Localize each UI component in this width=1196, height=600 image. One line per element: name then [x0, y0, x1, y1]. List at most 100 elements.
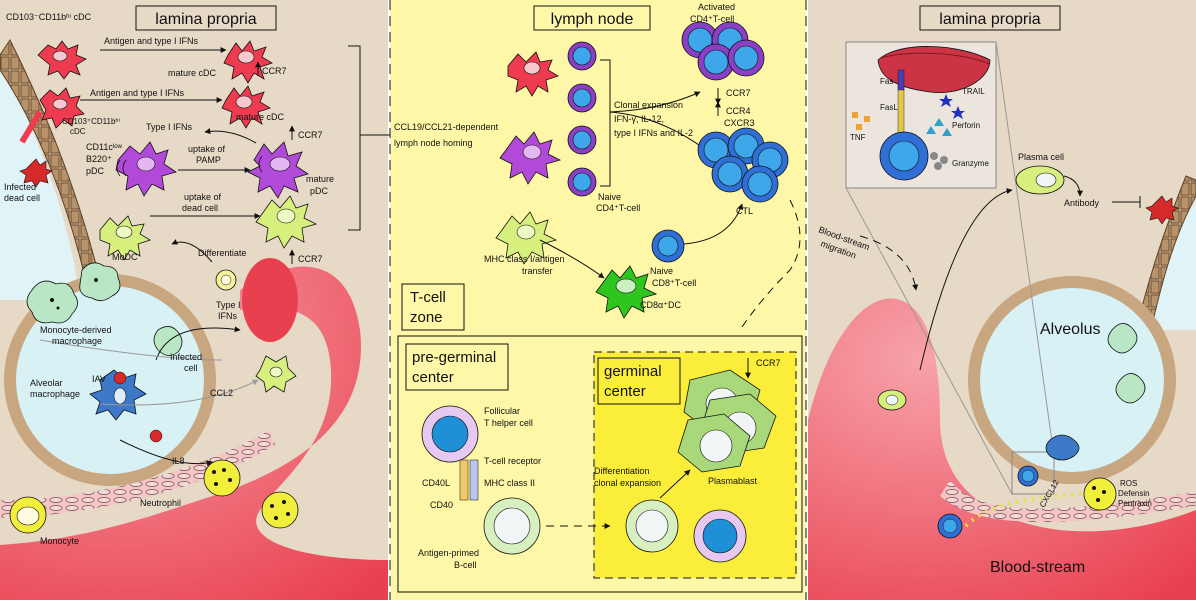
- arrow-clonal: [609, 91, 701, 113]
- red-dc-center: [507, 51, 559, 97]
- perforin-triangles: [926, 118, 952, 136]
- label-homing-2: lymph node homing: [394, 138, 473, 148]
- neutrophil: [203, 459, 241, 497]
- iav-virus-2: [149, 429, 163, 443]
- label-cdc103-2: cDC: [70, 127, 86, 136]
- alveolar-macro-right-2: [1115, 373, 1146, 404]
- pregerminal-2: center: [412, 369, 454, 386]
- vessel-end: [242, 258, 298, 342]
- migrating-plasma-cell: [877, 389, 907, 411]
- label-uptake-pamp-1: uptake of: [188, 144, 226, 154]
- granzyme-dots: [930, 152, 948, 170]
- label-infected-cell-1: Infected: [170, 352, 202, 362]
- label-mature-cdc-1: mature cDC: [168, 68, 217, 78]
- label-tfh-1: Follicular: [484, 406, 520, 416]
- label-neutrophil: Neutrophil: [140, 498, 181, 508]
- germinal-1: germinal: [604, 363, 662, 380]
- tcell-zone-box: [401, 283, 465, 331]
- label-antibody: Antibody: [1064, 198, 1100, 208]
- label-il8: IL8: [172, 456, 185, 466]
- antigen-primed-b-cell: [483, 497, 541, 555]
- label-ccl2: CCL2: [210, 388, 233, 398]
- monocyte-in-vessel: [255, 355, 297, 393]
- label-trail: TRAIL: [962, 87, 985, 96]
- pregerminal-box: [405, 343, 509, 391]
- activated-cd4-cluster: [681, 21, 765, 81]
- label-alveolar-macro-2: macrophage: [30, 389, 80, 399]
- left-vessel-wall: [0, 430, 275, 518]
- left-blood-vessel: [0, 266, 388, 600]
- label-cd40l: CD40L: [422, 478, 450, 488]
- center-title-box: [533, 5, 651, 31]
- germinal-box: [597, 357, 681, 405]
- label-cdc103: CD103⁺CD11bʰⁱ: [62, 117, 120, 126]
- monocyte-derived-macrophage: [26, 280, 78, 324]
- label-mature-pdc-1: mature: [306, 174, 334, 184]
- germinal-2: center: [604, 383, 646, 400]
- right-panel: lamina propria: [808, 0, 1196, 600]
- right-title: lamina propria: [939, 11, 1040, 28]
- label-ccr4: CCR4: [726, 106, 751, 116]
- label-alveolar-macro-1: Alveolar: [30, 378, 63, 388]
- label-cd8a-dc: CD8α⁺DC: [640, 300, 681, 310]
- neutrophil-right: [1083, 477, 1117, 511]
- trail-stars: [939, 94, 965, 119]
- label-antigen-1: Antigen and type I IFNs: [104, 36, 199, 46]
- label-mature-pdc-2: pDC: [310, 186, 329, 196]
- label-fasl: FasL: [880, 103, 898, 112]
- label-tnf: TNF: [850, 133, 866, 142]
- label-ccr7-1: CCR7: [262, 66, 287, 76]
- naive-cd8-cell: [651, 229, 685, 263]
- label-naive-cd8-1: Naive: [650, 266, 673, 276]
- label-pdc-1: CD11cˡᵒʷ: [86, 142, 123, 152]
- label-diff-1: Differentiation: [594, 466, 649, 476]
- iav-virus-1: [113, 371, 127, 385]
- label-mature-cdc-2: mature cDC: [236, 112, 285, 122]
- gc-b-cell-2: [693, 509, 747, 563]
- label-pdc-3: pDC: [86, 166, 105, 176]
- label-ctl: CTL: [736, 206, 753, 216]
- red-mature-cdc-2: [221, 85, 271, 129]
- label-type1-ifns: Type I IFNs: [146, 122, 193, 132]
- label-ccr7-2: CCR7: [298, 130, 323, 140]
- right-title-box: [919, 5, 1061, 31]
- center-title: lymph node: [551, 11, 634, 28]
- label-ros-1: ROS: [1120, 479, 1137, 488]
- red-mature-cdc-1: [223, 40, 273, 84]
- right-blood-vessel: [808, 298, 1196, 600]
- center-panel: lymph node: [389, 0, 807, 600]
- macrophage-2: [79, 262, 121, 301]
- alveolar-macro-right-3: [1045, 434, 1080, 461]
- label-activated-1: Activated: [698, 2, 735, 12]
- label-type1-ifns-2b: IFNs: [218, 311, 237, 321]
- bracket: [348, 45, 361, 231]
- plasma-cell: [1015, 165, 1065, 195]
- label-iav: IAV: [92, 374, 106, 384]
- label-ccr7: CCR7: [726, 88, 751, 98]
- label-homing-1: CCL19/CCL21-dependent: [394, 122, 499, 132]
- label-bloodstream: Blood-stream: [990, 559, 1085, 576]
- infected-dead-cell: [19, 158, 53, 188]
- label-ros-3: Pentraxin: [1118, 499, 1152, 508]
- label-perforin: Perforin: [952, 121, 980, 130]
- tnf-squares: [852, 112, 870, 130]
- label-uptake-pamp-2: PAMP: [196, 155, 221, 165]
- label-plasmablast: Plasmablast: [708, 476, 758, 486]
- lime-dc-center: [495, 211, 558, 265]
- label-ros-2: Defensin: [1118, 489, 1150, 498]
- label-cytokines-2: type I IFNs and IL-2: [614, 128, 693, 138]
- virus-right: [1145, 195, 1179, 225]
- label-type1-ifns-2a: Type I: [216, 300, 241, 310]
- label-tfh-2: T helper cell: [484, 418, 533, 428]
- ctl-cluster: [697, 127, 789, 203]
- label-plasma-cell: Plasma cell: [1018, 152, 1064, 162]
- arrow-il8: [119, 439, 213, 467]
- left-title: lamina propria: [155, 11, 256, 28]
- follicular-t-helper-cell: [421, 405, 479, 501]
- left-panel: lamina propria CD103⁻CD11bʰⁱ cDC: [0, 0, 481, 600]
- label-ccr7-gc: CCR7: [756, 358, 781, 368]
- label-alveolus: Alveolus: [1040, 321, 1100, 338]
- label-diff-2: clonal expansion: [594, 478, 661, 488]
- label-uptake-dead-2: dead cell: [182, 203, 218, 213]
